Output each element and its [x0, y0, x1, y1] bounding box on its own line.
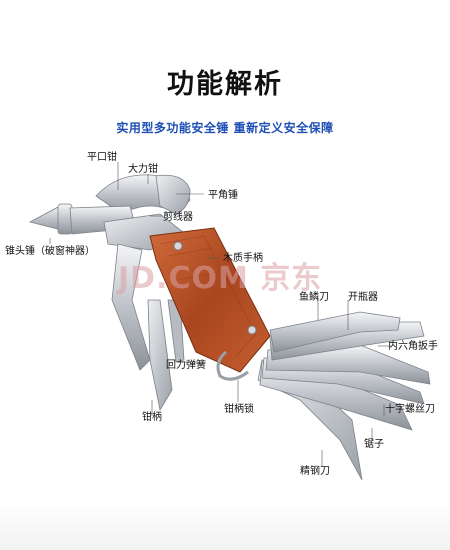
label-power-pliers: 大力钳: [128, 164, 158, 175]
label-hex-wrench: 内六角扳手: [388, 341, 438, 352]
label-bottle-opener: 开瓶器: [348, 292, 378, 303]
handle-lock-ring: [216, 350, 249, 381]
label-return-spring: 回力弹簧: [166, 360, 206, 371]
label-saw: 锯子: [364, 439, 384, 450]
page-title: 功能解析: [167, 69, 283, 100]
watermark: JD.COM 京东: [118, 261, 323, 296]
wood-handle-shape: [149, 227, 271, 381]
blades: [257, 311, 431, 481]
label-flat-hammer: 平角锤: [208, 190, 238, 201]
label-cross-screwdriver: 十字螺丝刀: [385, 404, 435, 415]
leader-lines: [49, 162, 392, 466]
bottom-shadow-band: [0, 500, 450, 550]
scaling-knife-blade: [269, 311, 401, 353]
label-scaling-knife: 鱼鳞刀: [299, 292, 329, 303]
label-pliers-handle: 钳柄: [142, 412, 162, 423]
label-wire-cutter: 剪线器: [163, 212, 193, 223]
label-cone-hammer: 锥头锤（破窗神器）: [5, 246, 95, 257]
label-handle-lock: 钳柄锁: [224, 404, 254, 415]
page-subtitle: 实用型多功能安全锤 重新定义安全保障: [116, 121, 334, 135]
label-steel-knife: 精钢刀: [300, 466, 330, 477]
flat-hammer-face: [155, 174, 191, 215]
label-wood-handle: 木质手柄: [223, 253, 263, 264]
label-flat-pliers: 平口钳: [87, 152, 117, 163]
